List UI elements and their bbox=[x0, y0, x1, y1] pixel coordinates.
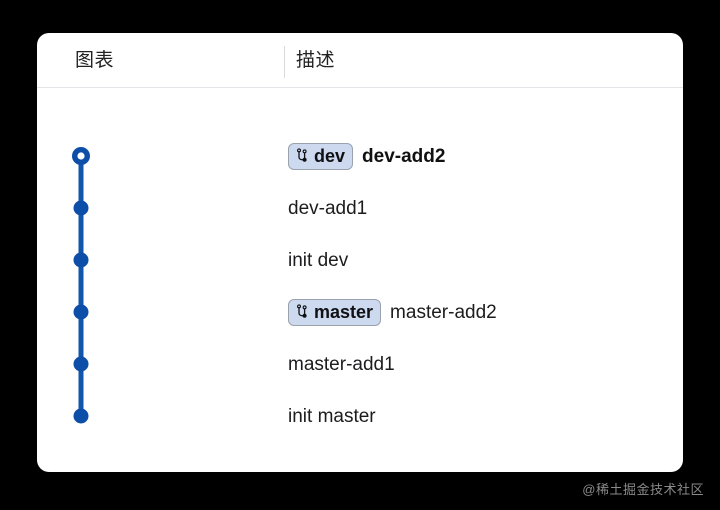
commit-row-content: dev-add1 bbox=[284, 199, 367, 218]
commit-message: init master bbox=[288, 405, 376, 427]
git-branch-icon bbox=[296, 303, 307, 318]
commit-graph-svg bbox=[72, 147, 90, 424]
branch-badge-master[interactable]: master bbox=[288, 298, 382, 326]
commit-node-head-center bbox=[77, 152, 85, 160]
commit-message: master-add2 bbox=[390, 301, 497, 323]
commit-row[interactable]: dev-add1 bbox=[284, 182, 683, 234]
branch-badge-label: dev bbox=[314, 145, 346, 166]
commit-row[interactable]: init dev bbox=[284, 234, 683, 286]
header-column-divider bbox=[284, 46, 285, 78]
commit-row[interactable]: init master bbox=[284, 390, 683, 442]
commit-message: dev-add1 bbox=[288, 197, 368, 219]
commit-node[interactable] bbox=[73, 408, 89, 424]
commit-row[interactable]: dev dev-add2 bbox=[284, 130, 683, 182]
commit-row[interactable]: master master-add2 bbox=[284, 286, 683, 338]
column-header-description: 描述 bbox=[296, 50, 336, 71]
git-branch-icon bbox=[296, 147, 307, 162]
commit-row-content: master master-add2 bbox=[284, 298, 497, 326]
commit-row[interactable]: master-add1 bbox=[284, 338, 683, 390]
commit-node[interactable] bbox=[73, 252, 89, 268]
commit-node[interactable] bbox=[73, 200, 89, 216]
commit-message: master-add1 bbox=[288, 353, 395, 375]
table-header: 图表 描述 bbox=[37, 33, 683, 87]
commit-row-content: init dev bbox=[284, 251, 348, 270]
commit-message: dev-add2 bbox=[362, 145, 446, 167]
branch-badge-dev[interactable]: dev bbox=[288, 142, 354, 170]
column-header-graph: 图表 bbox=[75, 50, 115, 71]
commit-row-content: master-add1 bbox=[284, 355, 395, 374]
commit-message: init dev bbox=[288, 249, 349, 271]
branch-badge-label: master bbox=[314, 301, 374, 322]
commit-node[interactable] bbox=[73, 356, 89, 372]
commit-row-content: dev dev-add2 bbox=[284, 142, 446, 170]
graph-node-group bbox=[72, 147, 90, 424]
commit-graph-column bbox=[37, 87, 284, 472]
commit-row-content: init master bbox=[284, 407, 376, 426]
commit-rows: dev dev-add2 dev-add1 init dev master master-… bbox=[284, 87, 683, 472]
commit-node[interactable] bbox=[73, 304, 89, 320]
watermark: @稀土掘金技术社区 bbox=[582, 482, 704, 497]
header-bottom-divider bbox=[37, 87, 683, 88]
